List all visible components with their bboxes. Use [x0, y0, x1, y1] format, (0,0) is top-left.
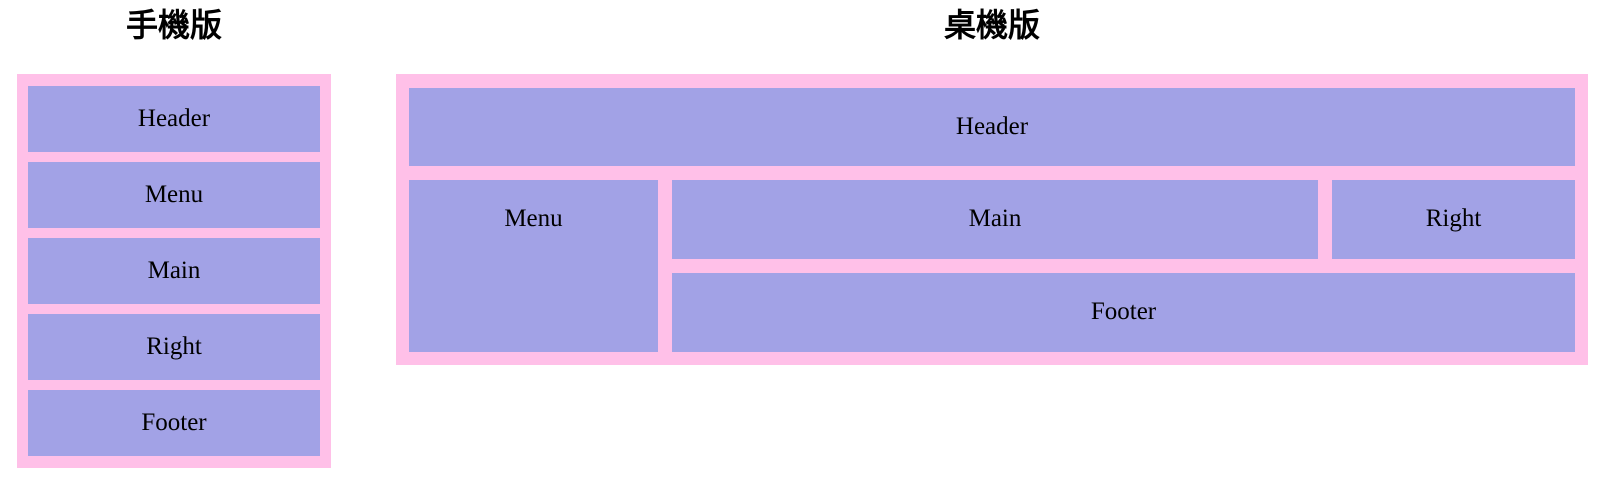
desktop-footer-box: Footer — [672, 273, 1575, 352]
mobile-right-box: Right — [28, 314, 320, 380]
mobile-header-label: Header — [137, 105, 211, 132]
mobile-layout-container: Header Menu Main Right Footer — [17, 74, 331, 468]
desktop-main-box: Main — [672, 180, 1318, 259]
desktop-section-title: 桌機版 — [943, 7, 1040, 43]
desktop-right-box: Right — [1332, 180, 1575, 259]
desktop-header-label: Header — [955, 113, 1029, 140]
mobile-menu-box: Menu — [28, 162, 320, 228]
mobile-main-box: Main — [28, 238, 320, 304]
desktop-header-box: Header — [409, 88, 1575, 166]
desktop-right-label: Right — [1425, 205, 1482, 232]
mobile-footer-label: Footer — [141, 409, 207, 436]
mobile-header-box: Header — [28, 86, 320, 152]
mobile-menu-label: Menu — [144, 181, 204, 208]
desktop-footer-label: Footer — [1090, 298, 1157, 325]
mobile-right-label: Right — [146, 333, 202, 360]
mobile-main-label: Main — [147, 257, 201, 284]
mobile-section-title: 手機版 — [125, 7, 222, 43]
desktop-menu-label: Menu — [504, 205, 563, 232]
desktop-menu-box: Menu — [409, 180, 658, 352]
desktop-layout-container: Header Menu Main Right Footer — [396, 74, 1588, 365]
desktop-main-label: Main — [968, 205, 1022, 232]
mobile-footer-box: Footer — [28, 390, 320, 456]
